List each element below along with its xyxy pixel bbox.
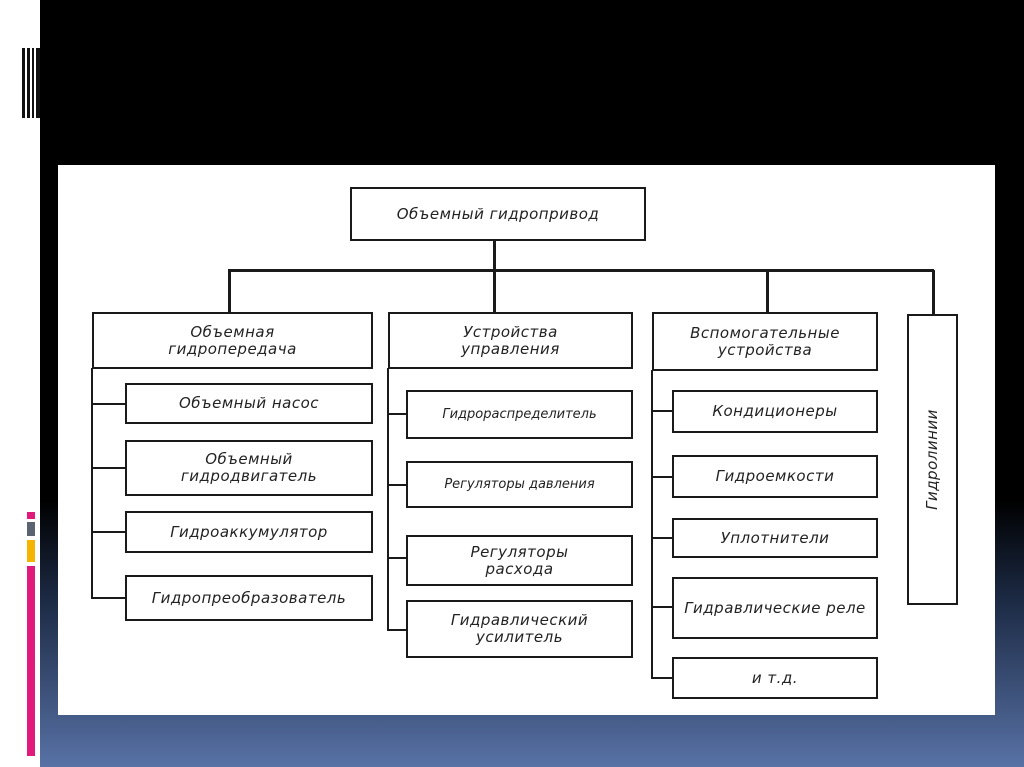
node-box: Регуляторы расхода	[406, 535, 633, 586]
node-label: Гидравлические реле	[684, 598, 866, 617]
root-box: Объемный гидропривод	[350, 187, 646, 241]
accent-gray	[27, 522, 35, 536]
column-header-4: Гидролинии	[907, 314, 958, 605]
node-box: и т.д.	[672, 657, 878, 699]
accent-pink-long	[27, 566, 35, 756]
column-header-3: Вспомогательные устройства	[652, 312, 878, 371]
node-box: Объемный гидродвигатель	[125, 440, 373, 496]
node-box: Гидравлический усилитель	[406, 600, 633, 658]
node-label: Гидрораспределитель	[442, 407, 597, 422]
column-header-1: Объемная гидропередача	[92, 312, 373, 369]
node-box: Регуляторы давления	[406, 461, 633, 508]
node-box: Объемный насос	[125, 383, 373, 424]
node-label: Объемный гидродвигатель	[180, 450, 318, 485]
column-header-2: Устройства управления	[388, 312, 633, 369]
node-box: Гидроаккумулятор	[125, 511, 373, 553]
node-box: Гидроемкости	[672, 455, 878, 498]
node-label: Объемный насос	[178, 394, 320, 412]
node-box: Гидравлические реле	[672, 577, 878, 639]
node-label: Гидроемкости	[715, 467, 835, 485]
node-label: Кондиционеры	[712, 402, 838, 420]
root-label: Объемный гидропривод	[396, 204, 600, 223]
node-box: Кондиционеры	[672, 390, 878, 433]
accent-yellow	[27, 540, 35, 562]
node-label: Регуляторы давления	[444, 477, 595, 492]
node-label: Гидравлический усилитель	[450, 611, 589, 646]
node-box: Уплотнители	[672, 518, 878, 558]
node-label: Уплотнители	[720, 528, 830, 547]
column-header-label: Вспомогательные устройства	[690, 323, 840, 359]
node-label: Регуляторы расхода	[470, 542, 569, 578]
node-label: Гидроаккумулятор	[170, 522, 328, 541]
accent-pink-small	[27, 512, 35, 519]
column-header-label: Объемная гидропередача	[168, 322, 297, 358]
column-header-label: Гидролинии	[923, 409, 942, 510]
node-label: Гидропреобразователь	[151, 588, 347, 607]
node-label: и т.д.	[751, 668, 799, 687]
node-box: Гидрораспределитель	[406, 390, 633, 439]
node-box: Гидропреобразователь	[125, 575, 373, 621]
column-header-label: Устройства управления	[461, 322, 560, 358]
